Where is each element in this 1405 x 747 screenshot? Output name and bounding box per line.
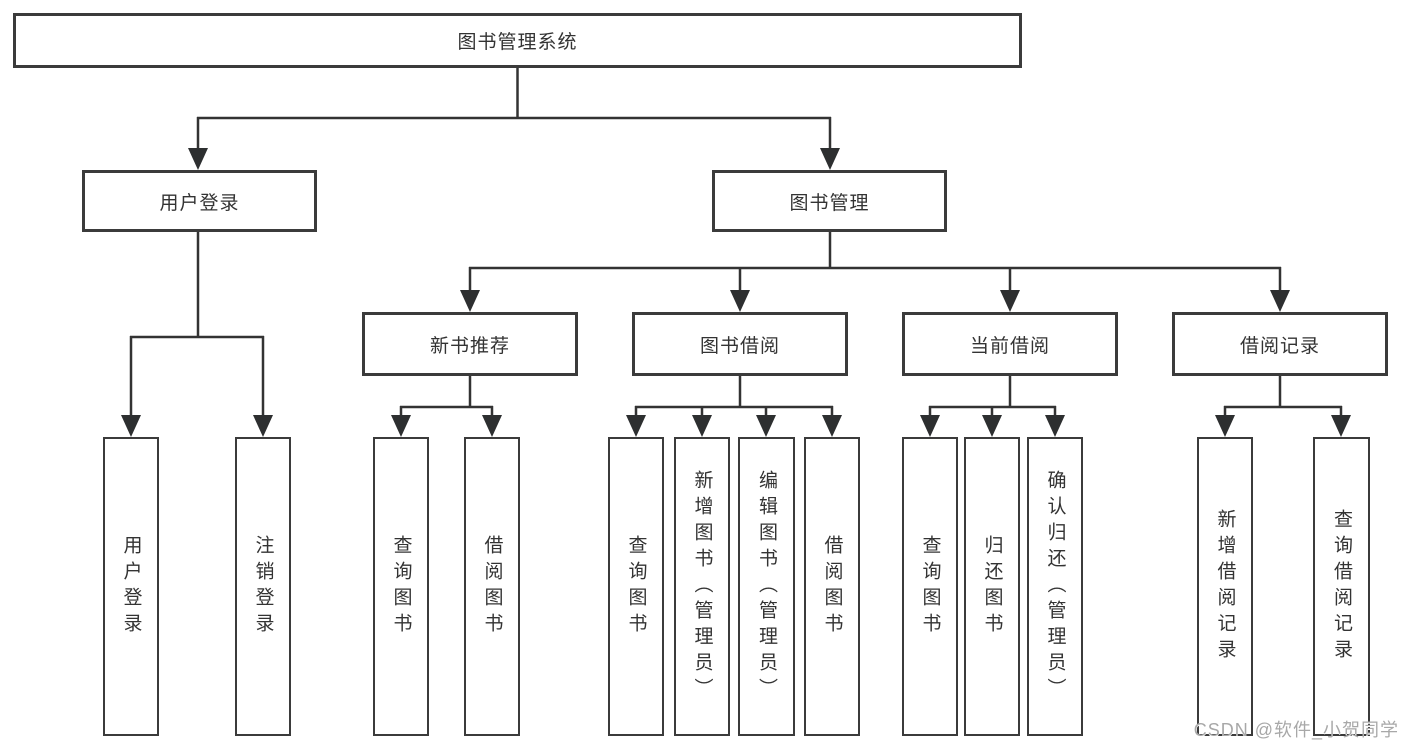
leaf-borrow-book-recommend: 借阅图书 [464, 437, 520, 736]
arrowhead-icon [920, 415, 940, 437]
node-book-borrow: 图书借阅 [632, 312, 848, 376]
edges-current-borrow [928, 376, 1057, 417]
arrowhead-icon [391, 415, 411, 437]
csdn-watermark: CSDN @软件_小贺同学 [1193, 720, 1399, 740]
leaf-edit-book-admin: 编辑图书（管理员） [738, 437, 795, 736]
leaf-label: 新增借阅记录 [1214, 508, 1236, 665]
leaf-label: 用户登录 [120, 534, 142, 639]
leaf-label: 确认归还（管理员） [1044, 469, 1066, 704]
node-book-management: 图书管理 [712, 170, 947, 232]
edges-new-book-recommend [399, 376, 494, 417]
leaf-return-book: 归还图书 [964, 437, 1020, 736]
arrowhead-icon [982, 415, 1002, 437]
leaf-label: 注销登录 [252, 534, 274, 639]
edges-root [196, 68, 832, 150]
leaf-query-book-borrow: 查询图书 [608, 437, 664, 736]
arrowhead-icon [730, 290, 750, 312]
edges-book-borrow [634, 376, 834, 417]
leaf-label: 编辑图书（管理员） [756, 469, 777, 704]
arrowhead-icon [1270, 290, 1290, 312]
arrowhead-icon [626, 415, 646, 437]
leaf-query-book-recommend: 查询图书 [373, 437, 429, 736]
node-user-login: 用户登录 [82, 170, 317, 232]
leaf-user-login: 用户登录 [103, 437, 159, 736]
leaf-label: 查询图书 [919, 534, 941, 639]
arrowhead-icon [121, 415, 141, 437]
node-current-borrow: 当前借阅 [902, 312, 1118, 376]
arrowhead-icon [460, 290, 480, 312]
leaf-label: 借阅图书 [821, 534, 843, 639]
leaf-logout-login: 注销登录 [235, 437, 291, 736]
arrowhead-icon [756, 415, 776, 437]
edges-borrow-records [1223, 376, 1343, 417]
leaf-label: 归还图书 [981, 534, 1003, 639]
leaf-label: 查询图书 [390, 534, 412, 639]
arrowhead-icon [1331, 415, 1351, 437]
arrowhead-icon [1215, 415, 1235, 437]
arrowhead-icon [253, 415, 273, 437]
leaf-query-borrow-record: 查询借阅记录 [1313, 437, 1370, 736]
arrowhead-icon [1000, 290, 1020, 312]
arrowhead-icon [822, 415, 842, 437]
leaf-label: 查询借阅记录 [1331, 508, 1352, 665]
arrowhead-icon [188, 148, 208, 170]
leaf-query-book-current: 查询图书 [902, 437, 958, 736]
leaf-add-borrow-record: 新增借阅记录 [1197, 437, 1253, 736]
leaf-add-book-admin: 新增图书（管理员） [674, 437, 730, 736]
edges-user-login [129, 232, 265, 417]
arrowhead-icon [482, 415, 502, 437]
leaf-label: 新增图书（管理员） [691, 469, 713, 704]
arrowhead-icon [692, 415, 712, 437]
leaf-borrow-book: 借阅图书 [804, 437, 860, 736]
arrowhead-icon [820, 148, 840, 170]
node-borrow-records: 借阅记录 [1172, 312, 1388, 376]
node-root-system: 图书管理系统 [13, 13, 1022, 68]
arrowhead-icon [1045, 415, 1065, 437]
leaf-confirm-return-admin: 确认归还（管理员） [1027, 437, 1083, 736]
leaf-label: 借阅图书 [481, 534, 503, 639]
leaf-label: 查询图书 [625, 534, 647, 639]
edges-book-management [468, 232, 1282, 292]
node-new-book-recommend: 新书推荐 [362, 312, 578, 376]
